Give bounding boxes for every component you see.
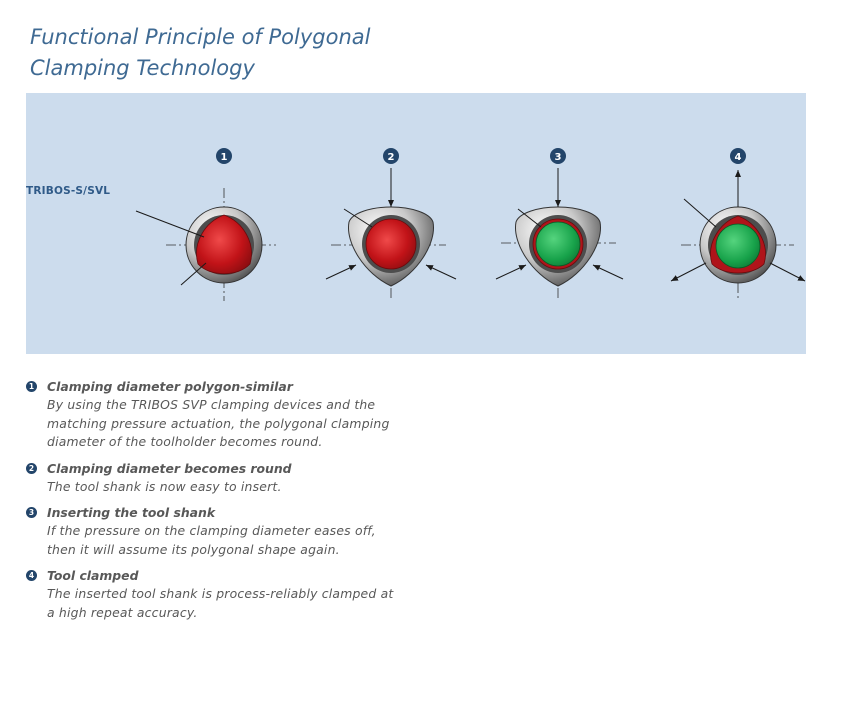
title-line-1: Functional Principle of Polygonal bbox=[30, 25, 371, 49]
stage-1: 1 bbox=[135, 148, 276, 301]
step-number-badge: 2 bbox=[26, 462, 37, 474]
step-title: Tool clamped bbox=[47, 568, 139, 583]
stage-4: 4 bbox=[670, 148, 806, 301]
page-title: Functional Principle of Polygonal Clampi… bbox=[30, 22, 370, 84]
step-number-badge: 3 bbox=[26, 507, 37, 518]
stage-4-number: 4 bbox=[735, 152, 742, 163]
step-item-4: 4 Tool clamped The inserted tool shank i… bbox=[24, 567, 424, 622]
stage-3: 3 bbox=[495, 148, 624, 301]
product-label: TRIBOS-S/SVL bbox=[26, 185, 111, 197]
stage-2: 2 bbox=[325, 148, 457, 301]
step-number-badge: 1 bbox=[26, 381, 37, 392]
step-number-badge: 4 bbox=[26, 570, 37, 581]
step-description: The tool shank is now easy to insert. bbox=[47, 478, 282, 494]
stage-2-badge bbox=[383, 148, 399, 164]
title-line-2: Clamping Technology bbox=[30, 56, 255, 80]
stage-2-number: 2 bbox=[388, 152, 395, 163]
step-title: Inserting the tool shank bbox=[47, 505, 216, 520]
clamping-illustration: 1 2 3 bbox=[26, 93, 806, 354]
step-description: The inserted tool shank is process-relia… bbox=[47, 586, 394, 620]
step-item-1: 1 Clamping diameter polygon-similar By u… bbox=[24, 378, 424, 452]
stage-3-badge bbox=[550, 148, 566, 164]
step-description: By using the TRIBOS SVP clamping devices… bbox=[47, 397, 390, 449]
step-title: Clamping diameter polygon-similar bbox=[47, 379, 293, 394]
step-item-3: 3 Inserting the tool shank If the pressu… bbox=[24, 504, 424, 559]
steps-list: 1 Clamping diameter polygon-similar By u… bbox=[24, 378, 424, 630]
step-title: Clamping diameter becomes round bbox=[47, 460, 292, 476]
step-item-2: 2 Clamping diameter becomes round The to… bbox=[24, 460, 424, 497]
stage-4-badge bbox=[730, 148, 746, 164]
stage-1-badge bbox=[216, 148, 232, 164]
clamping-diagram: 1 2 3 bbox=[135, 148, 806, 301]
stage-1-number: 1 bbox=[221, 152, 228, 163]
step-description: If the pressure on the clamping diameter… bbox=[47, 523, 376, 557]
stage-3-number: 3 bbox=[555, 152, 562, 163]
